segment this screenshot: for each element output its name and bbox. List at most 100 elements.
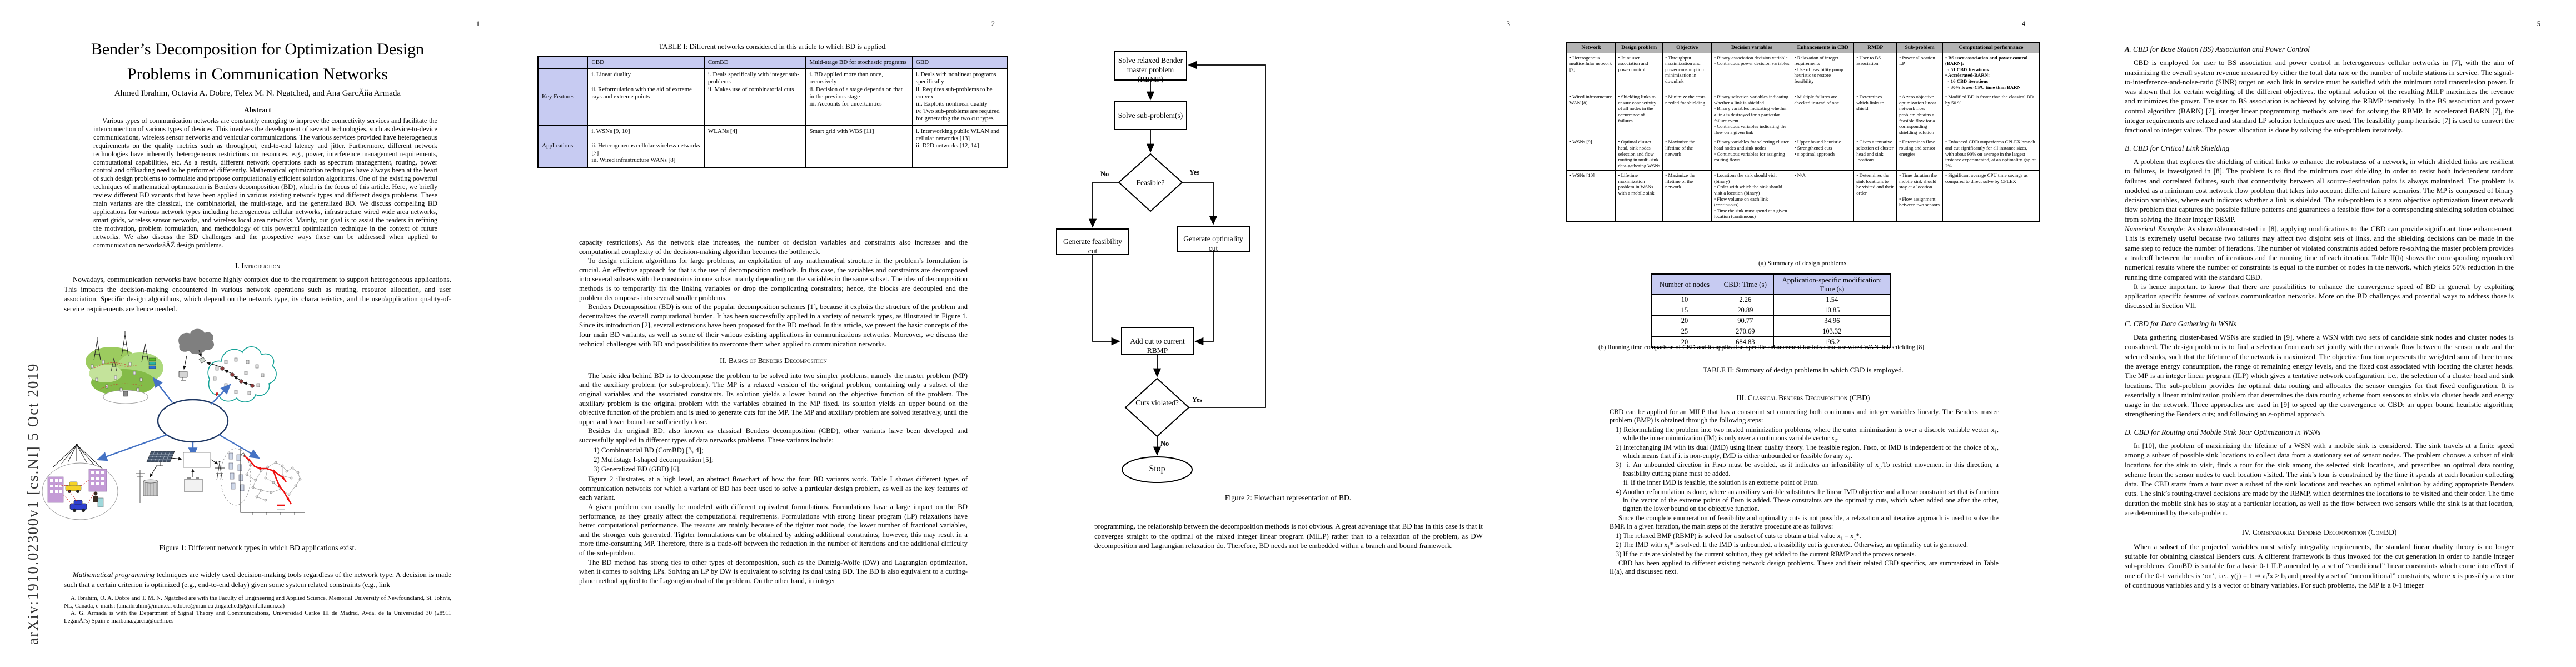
paper-title: Bender’s Decomposition for Optimization … (61, 37, 454, 87)
t2b-cell: 2.26 (1716, 294, 1774, 305)
numerical-example-text: : As shown/demonstrated in [8], applying… (2125, 225, 2514, 281)
table1-header-multi: Multi-stage BD for stochastic programs (805, 56, 913, 69)
page-number: 5 (2537, 20, 2540, 28)
wsn-cloud (207, 346, 277, 402)
t2a-cell: • Minimize the costs needed for shieldin… (1662, 92, 1712, 138)
math-programming-rest: techniques are widely used decision-maki… (64, 570, 452, 589)
t2b-cell: 15 (1651, 305, 1717, 316)
table-1-caption: TABLE I: Different networks considered i… (659, 42, 887, 51)
table-row: • WSNs [9] • Optimal cluster head, sink … (1566, 137, 2040, 171)
t2b-cell: 25 (1651, 326, 1717, 337)
t2b-cell: 20 (1651, 315, 1717, 326)
feasible-diamond-label: Feasible? (1136, 178, 1165, 187)
paragraph: To design efficient algorithms for large… (579, 257, 968, 302)
table-row: • Heterogenous multicellular network [7]… (1566, 52, 2040, 93)
t2a-cell: • Throughput maximization and power cons… (1662, 52, 1712, 93)
footnote-2: A. G. Armada is with the Department of S… (64, 610, 451, 624)
t2a-header: Objective (1662, 42, 1712, 53)
authors-line: Ahmed Ibrahim, Octavia A. Dobre, Telex M… (114, 89, 401, 98)
t2b-cell: 1.54 (1773, 294, 1891, 305)
internet-label: Internet (187, 660, 200, 663)
table1-kf-gbd: i. Deals with nonlinear programs specifi… (911, 68, 1008, 126)
t2a-cell: • Maximize the lifetime of the network (1662, 170, 1712, 222)
table-row: Number of nodes CBD: Time (s) Applicatio… (1651, 273, 1891, 295)
table1-header-cbd: CBD (587, 56, 705, 69)
table1-rowlabel-applications: Applications (537, 125, 589, 168)
t2a-header: Computational performance (1942, 42, 2040, 53)
paragraph: CBD has been applied to different existi… (1610, 559, 1999, 576)
t2a-cell: • A zero objective optimization linear n… (1896, 92, 1943, 138)
paragraph: capacity restrictions). As the network s… (579, 238, 968, 256)
list-item: 2) Interchanging IM with its dual (IMD) … (1616, 443, 1999, 460)
figure-2-caption: Figure 2: Flowchart representation of BD… (1224, 494, 1352, 502)
figure1-graphic (42, 328, 305, 520)
table-row: 15 20.89 10.85 (1651, 305, 1891, 316)
t2b-cell: 684.83 (1716, 336, 1774, 348)
figure-1-caption: Figure 1: Different network types in whi… (159, 544, 356, 552)
table-row: Key Features i. Linear duality ii. Refor… (537, 68, 1008, 126)
figure-1: Internet Sink node user Sensor node Wire… (0, 320, 515, 663)
page-number: 2 (991, 20, 995, 28)
paragraph: The basic idea behind BD is to decompose… (579, 371, 968, 426)
title-line-2: Problems in Communication Networks (127, 65, 388, 83)
page4-body: CBD can be applied for an MILP that has … (1610, 408, 1999, 576)
sink-node-icon (198, 357, 206, 364)
table-2a: Network Design problem Objective Decisio… (1566, 42, 2040, 223)
table-2-caption: TABLE II: Summary of design problems in … (1702, 366, 1904, 374)
feasibility-cut-box (1056, 228, 1129, 255)
stop-ellipse (1122, 456, 1193, 483)
paragraph: A given problem can usually be modeled w… (579, 503, 968, 557)
list-item: ii. If the inner IMD is feasible, the so… (1623, 479, 1819, 487)
benders-ellipse (157, 399, 229, 443)
page-1: 1 arXiv:1910.02300v1 [cs.NI] 5 Oct 2019 … (0, 0, 515, 667)
paragraph: In [10], the problem of maximizing the l… (2125, 441, 2514, 517)
solar-panel-icon (146, 451, 175, 462)
t2a-header: Network (1566, 42, 1616, 53)
table-1: CBD ComBD Multi-stage BD for stochastic … (537, 56, 1008, 168)
t2a-cell: • Maximize the lifetime of the network (1662, 137, 1712, 171)
t2b-cell: 195.2 (1773, 336, 1891, 348)
t2a-header: Design problem (1615, 42, 1663, 53)
title-line-1: Bender’s Decomposition for Optimization … (91, 40, 425, 58)
page5-body: A. CBD for Base Station (BS) Association… (2125, 44, 2514, 590)
table-row: • Wired infrastructure WAN [8] • Shieldi… (1566, 92, 2040, 138)
table-row: 25 270.69 103.32 (1651, 326, 1891, 337)
optimality-cut-label: Generate optimality cut (1183, 235, 1243, 252)
t2a-cell: • BS user association and power control … (1942, 52, 2040, 93)
t2b-cell: 20.89 (1716, 305, 1774, 316)
page-2: 2 TABLE I: Different networks considered… (515, 0, 1030, 667)
antenna-icon (215, 462, 225, 481)
t2a-cell: • Upper bound heuristic • Strengthened c… (1791, 137, 1855, 171)
t2b-cell: 10.85 (1773, 305, 1891, 316)
wan-graphic (240, 448, 305, 515)
t2a-cell: • User to BS association (1853, 52, 1897, 93)
list-item: 4) Another reformulation is done, where … (1616, 487, 1999, 513)
pedestrian-icon (93, 491, 104, 507)
t2b-cell: 270.69 (1716, 326, 1774, 337)
paragraph: programming, the relationship between th… (1094, 522, 1483, 550)
section-A-heading: A. CBD for Base Station (BS) Association… (2125, 45, 2310, 53)
t2a-cell: • Binary selection variables indicating … (1711, 92, 1792, 138)
paragraph: Figure 2 illustrates, at a high level, a… (579, 475, 968, 502)
table1-header-gbd: GBD (911, 56, 1008, 69)
list-item: 1) The relaxed BMP (RBMP) is solved for … (1616, 531, 1861, 540)
table1-header-combd: ComBD (704, 56, 806, 69)
building-icons (47, 469, 107, 503)
table-2a-caption: (a) Summary of design problems. (1758, 259, 1848, 267)
rbmp-box-label: Solve relaxed Bender master problem (RBM… (1118, 56, 1183, 83)
list-item: 2) Multistage l-shaped decomposition [5]… (594, 456, 714, 464)
shielded-path (242, 454, 287, 482)
section-D-heading: D. CBD for Routing and Mobile Sink Tour … (2125, 427, 2321, 436)
t2a-header: Sub-problem (1896, 42, 1943, 53)
t2a-cell: • Heterogenous multicellular network [7] (1566, 52, 1616, 93)
figure1-arrows (96, 377, 261, 461)
t2a-cell: • Relaxation of integer requirements • U… (1791, 52, 1855, 93)
t2a-cell: • Modified BD is faster than the classic… (1942, 92, 2040, 138)
table-row: • WSNs [10] • Lifetime maximization prob… (1566, 170, 2040, 222)
table-row: 20 90.77 34.96 (1651, 315, 1891, 326)
rbmp-box (1114, 51, 1187, 81)
table1-kf-combd: i. Deals specifically with integer sub-p… (704, 68, 806, 126)
table1-ap-combd: WLANs [4] (704, 125, 806, 168)
paragraph: It is hence important to know that there… (2125, 282, 2514, 310)
list-item: 3) If the cuts are violated by the curre… (1616, 550, 1916, 558)
